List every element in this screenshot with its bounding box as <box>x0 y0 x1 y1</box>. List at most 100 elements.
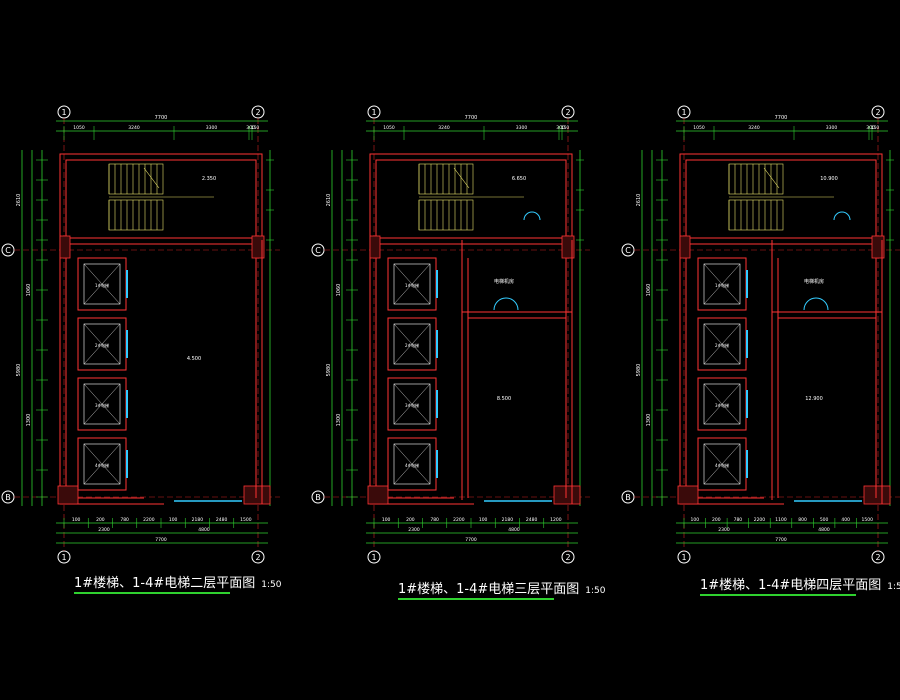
elevator-diagonal <box>393 263 431 305</box>
wall-hatch <box>863 485 891 505</box>
stair-arrow <box>453 167 470 189</box>
axis-label: 2 <box>565 553 570 562</box>
dim-text: 4800 <box>198 527 210 533</box>
elevator-label: 1#电梯 <box>715 282 729 288</box>
dim-text: 150 <box>871 125 880 131</box>
elevator-car <box>393 323 431 365</box>
elevator-label: 4#电梯 <box>95 462 109 468</box>
elevation-label: 6.650 <box>512 176 526 182</box>
room-label: 电梯机房 <box>494 278 514 285</box>
wall-hatch <box>561 235 575 259</box>
elevator-diagonal <box>393 383 431 425</box>
wall-hatch <box>57 485 79 505</box>
axis-label: 1 <box>61 553 66 562</box>
stair-wall-inner <box>685 159 877 239</box>
elevation-label: 2.350 <box>202 176 216 182</box>
stair-arrow <box>763 167 780 189</box>
elevator-car <box>703 443 741 485</box>
dim-text: 1500 <box>861 517 873 523</box>
dim-text: 2180 <box>192 517 204 523</box>
plan-scale: 1:50 <box>585 586 606 596</box>
dim-text: 150 <box>251 125 260 131</box>
dim-text: 1500 <box>240 517 252 523</box>
dim-text: 2610 <box>326 194 332 207</box>
dim-text: 2300 <box>408 527 420 533</box>
elevator-diagonal <box>393 323 431 365</box>
axis-label: B <box>315 493 321 502</box>
wall-hatch <box>553 485 581 505</box>
wall-hatch <box>369 235 381 259</box>
double-door <box>833 211 851 221</box>
dim-text: 500 <box>820 517 829 523</box>
dim-text: 2180 <box>502 517 514 523</box>
dim-text: 1050 <box>383 125 395 131</box>
dim-text: 4800 <box>818 527 830 533</box>
room-label: 电梯机房 <box>804 278 824 285</box>
dim-text: 3240 <box>748 125 760 131</box>
axis-label: 1 <box>371 553 376 562</box>
axis-label: 1 <box>61 108 66 117</box>
plan-title-text: 1#楼梯、1-4#电梯二层平面图 <box>74 576 256 591</box>
double-door <box>803 297 829 311</box>
plan-title-1: 1#楼梯、1-4#电梯二层平面图 1:50 <box>74 572 282 591</box>
elevation-label: 8.500 <box>497 396 511 402</box>
dim-text: 1050 <box>73 125 85 131</box>
dim-text: 2480 <box>216 517 228 523</box>
dim-text: 5980 <box>326 364 332 377</box>
dim-text: 1300 <box>646 414 652 427</box>
plan-scale: 1:50 <box>887 582 900 592</box>
dim-text: 200 <box>96 517 105 523</box>
dim-text: 3300 <box>206 125 218 131</box>
axis-label: 2 <box>255 553 260 562</box>
stair-flight <box>108 163 164 195</box>
dim-text: 1300 <box>26 414 32 427</box>
axis-label: C <box>5 246 11 255</box>
dim-text: 2480 <box>526 517 538 523</box>
elevation-label: 12.900 <box>805 396 823 402</box>
axis-label: 1 <box>681 108 686 117</box>
dim-text: 3240 <box>128 125 140 131</box>
wall-hatch <box>367 485 389 505</box>
dim-text: 100 <box>382 517 391 523</box>
dim-text: 7700 <box>155 115 168 121</box>
dim-text: 780 <box>430 517 439 523</box>
elevator-label: 4#电梯 <box>715 462 729 468</box>
dim-text: 1060 <box>646 284 652 297</box>
axis-label: 2 <box>565 108 570 117</box>
dim-text: 150 <box>561 125 570 131</box>
dim-text: 780 <box>734 517 743 523</box>
dim-text: 1100 <box>775 517 787 523</box>
elevator-car <box>393 263 431 305</box>
wall-hatch <box>677 485 699 505</box>
stair-wall-outer <box>369 153 573 245</box>
elevator-diagonal <box>703 443 741 485</box>
dim-text: 3300 <box>826 125 838 131</box>
dim-text: 300 <box>246 125 255 131</box>
dim-text: 100 <box>479 517 488 523</box>
dim-text: 300 <box>556 125 565 131</box>
elevator-car <box>393 383 431 425</box>
elevator-diagonal <box>83 443 121 485</box>
axis-label: B <box>5 493 11 502</box>
elevation-label: 10.900 <box>820 176 838 182</box>
elevator-car <box>703 383 741 425</box>
dim-text: 5980 <box>16 364 22 377</box>
plan-scale: 1:50 <box>261 580 282 590</box>
elevator-car <box>83 443 121 485</box>
dim-text: 1300 <box>336 414 342 427</box>
axis-label: C <box>625 246 631 255</box>
stair-flight <box>418 199 474 231</box>
elevator-label: 1#电梯 <box>95 282 109 288</box>
double-door <box>493 297 519 311</box>
elevator-label: 1#电梯 <box>405 282 419 288</box>
elevator-label: 4#电梯 <box>405 462 419 468</box>
axis-label: 2 <box>875 553 880 562</box>
elevator-car <box>703 263 741 305</box>
dim-text: 5980 <box>636 364 642 377</box>
wall-hatch <box>871 235 885 259</box>
stair-wall-inner <box>375 159 567 239</box>
elevator-car <box>83 263 121 305</box>
elevator-car <box>83 383 121 425</box>
